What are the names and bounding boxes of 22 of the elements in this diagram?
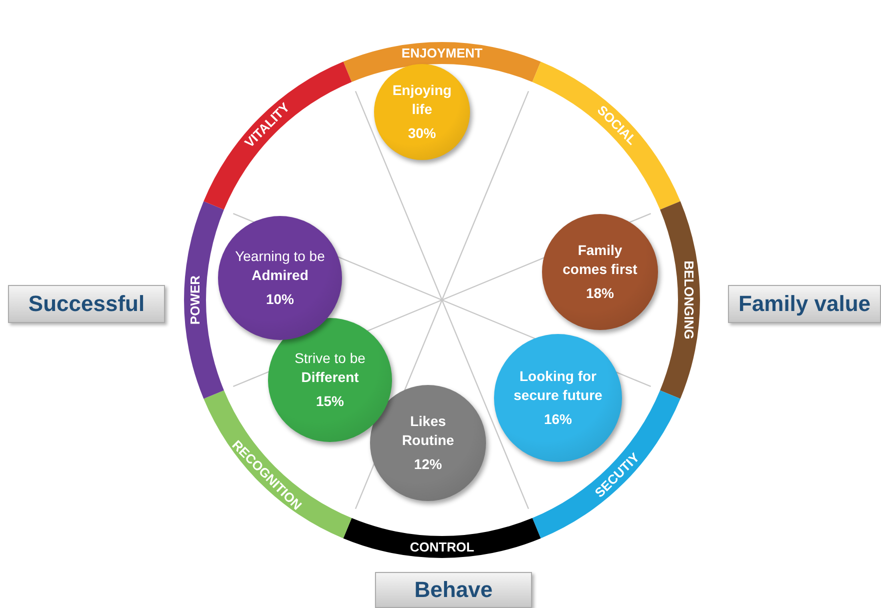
percent-label: 30% (408, 124, 436, 144)
circle-label: Likes Routine (400, 412, 456, 450)
circle-label: Family comes first (562, 240, 638, 278)
segment-label: POWER (188, 275, 202, 325)
circle-label: Enjoying life (391, 80, 453, 118)
label-panel (8, 285, 165, 323)
percent-label: 16% (544, 410, 572, 430)
circle-label: Strive to be Different (294, 348, 366, 386)
percent-label: 12% (414, 455, 442, 474)
percent-label: 15% (316, 392, 344, 412)
label-panel (728, 285, 881, 323)
panel-label: Successful (28, 291, 145, 317)
segment-label: CONTROL (410, 540, 474, 554)
percent-label: 18% (586, 284, 614, 304)
label-panel (375, 572, 532, 608)
panel-label: Behave (414, 577, 493, 603)
circle-label: Looking for secure future (512, 366, 604, 404)
segment-label: BELONGING (682, 260, 696, 340)
circle-label: Yearning to be Admired (234, 246, 326, 284)
panel-label: Family value (738, 291, 871, 317)
segment-label: ENJOYMENT (402, 46, 482, 60)
percent-label: 10% (266, 290, 294, 310)
